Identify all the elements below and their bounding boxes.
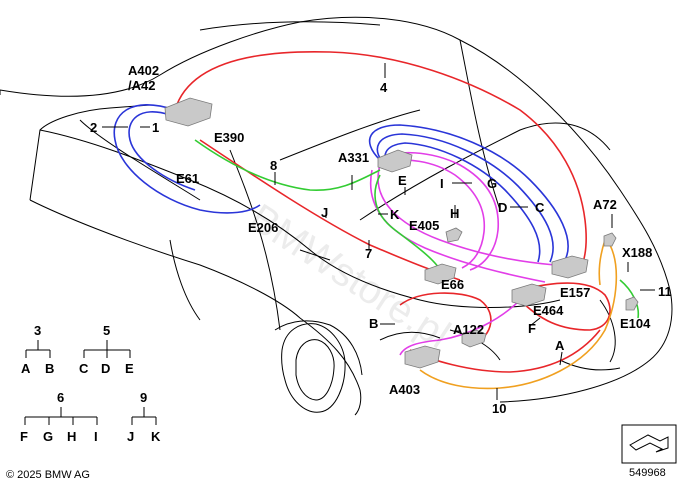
legend-child-j: J (127, 429, 134, 444)
label-1: 1 (152, 120, 159, 135)
label-a72: A72 (593, 197, 617, 212)
wire-magenta-4 (369, 169, 546, 283)
wire-magenta-2 (384, 151, 500, 271)
module-e405 (445, 227, 463, 243)
label-7: 7 (365, 246, 372, 261)
diagram-number: 549968 (629, 467, 666, 479)
module-a331 (377, 149, 413, 173)
legend-child-a: A (21, 361, 31, 376)
label-a122: A122 (453, 322, 484, 337)
car-outline (0, 16, 673, 416)
label-x188: X188 (622, 245, 652, 260)
label-4: 4 (380, 80, 388, 95)
label-e206: E206 (248, 220, 278, 235)
callouts: A402 /A42 4 2 1 E390 8 A331 E61 E I G D … (90, 63, 672, 416)
leader-lines (102, 63, 655, 400)
label-8: 8 (270, 158, 277, 173)
module-e157 (551, 255, 589, 279)
wire-green-k (374, 174, 441, 271)
module-e104 (625, 296, 639, 311)
label-e157: E157 (560, 285, 590, 300)
label-e66: E66 (441, 277, 464, 292)
view-direction-icon (621, 424, 677, 464)
wire-red-roof (174, 50, 587, 271)
legend-child-d: D (101, 361, 110, 376)
wire-blue-roof (368, 124, 569, 261)
label-e104: E104 (620, 316, 651, 331)
wire-red-lower (519, 282, 611, 331)
label-10: 10 (492, 401, 506, 416)
label-j: J (321, 205, 328, 220)
wire-blue-left (113, 104, 261, 214)
legend: 3 A B 5 C D E 6 F G H I 9 J K (20, 323, 161, 444)
legend-child-g: G (43, 429, 53, 444)
wire-blue-left2 (128, 111, 196, 191)
label-2: 2 (90, 120, 97, 135)
legend-child-e: E (125, 361, 134, 376)
label-c: C (535, 200, 545, 215)
wire-magenta-3 (389, 159, 486, 269)
module-a122 (461, 329, 487, 348)
wire-orange-10 (419, 244, 618, 390)
module-a403 (404, 345, 441, 369)
label-h: H (450, 206, 459, 221)
module-e66 (424, 263, 457, 285)
legend-child-c: C (79, 361, 89, 376)
legend-child-b: B (45, 361, 54, 376)
label-a403: A403 (389, 382, 420, 397)
label-a402: A402 (128, 63, 159, 78)
wire-blue-roof2 (376, 133, 554, 263)
wire-magenta-1 (377, 164, 556, 266)
label-g: G (487, 176, 497, 191)
label-a331: A331 (338, 150, 369, 165)
legend-parent-9: 9 (140, 390, 147, 405)
legend-child-i: I (94, 429, 98, 444)
legend-parent-3: 3 (34, 323, 41, 338)
label-f: F (528, 321, 536, 336)
module-a402 (164, 97, 213, 127)
legend-child-f: F (20, 429, 28, 444)
wire-blue-roof3 (384, 142, 541, 263)
label-b: B (369, 316, 378, 331)
label-e61: E61 (176, 171, 199, 186)
copyright: © 2025 BMW AG (6, 469, 90, 481)
label-e: E (398, 173, 407, 188)
label-11: 11 (658, 284, 672, 299)
label-e464: E464 (533, 303, 564, 318)
wire-magenta-lower (399, 299, 521, 356)
label-d: D (498, 200, 507, 215)
label-a: A (555, 338, 565, 353)
wire-green-8 (194, 139, 381, 191)
module-e464 (511, 283, 547, 307)
legend-child-h: H (67, 429, 76, 444)
wire-orange-2 (598, 239, 606, 286)
label-e390: E390 (214, 130, 244, 145)
module-a72 (603, 232, 617, 247)
label-k: K (390, 207, 400, 222)
legend-parent-5: 5 (103, 323, 110, 338)
legend-child-k: K (151, 429, 161, 444)
components (164, 97, 639, 369)
label-a42: /A42 (128, 78, 155, 93)
label-i: I (440, 176, 444, 191)
label-e405: E405 (409, 218, 439, 233)
legend-parent-6: 6 (57, 390, 64, 405)
